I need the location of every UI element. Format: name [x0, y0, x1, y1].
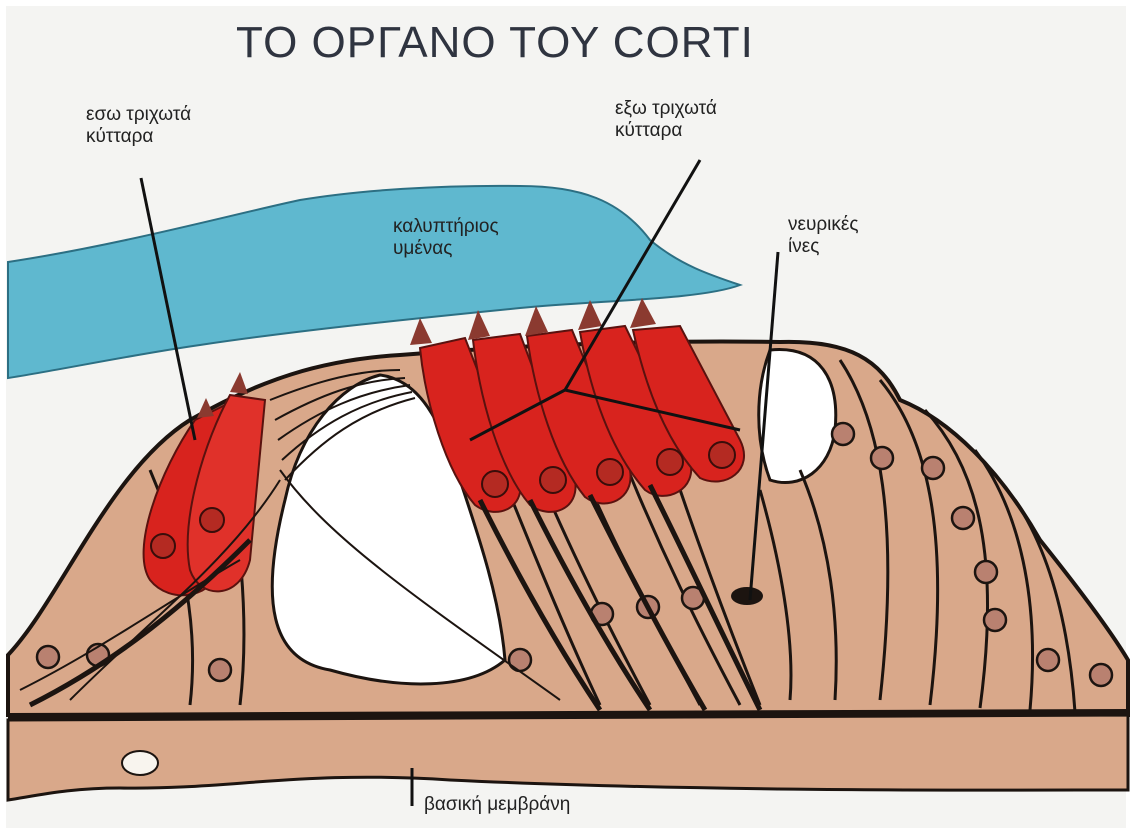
basilar-cell	[122, 751, 158, 775]
label-outer-hair-cells-line2: κύτταρα	[615, 120, 717, 142]
label-nerve-fibers: νευρικές ίνες	[788, 214, 859, 258]
label-outer-hair-cells: εξω τριχωτά κύτταρα	[615, 98, 717, 142]
label-inner-hair-cells-line1: εσω τριχωτά	[86, 104, 191, 126]
label-inner-hair-cells-line2: κύτταρα	[86, 126, 191, 148]
label-tectorial-membrane-line2: υμένας	[393, 238, 499, 260]
label-basilar-membrane: βασική μεμβράνη	[424, 794, 570, 816]
label-nerve-fibers-line2: ίνες	[788, 236, 859, 258]
label-tectorial-membrane-line1: καλυπτήριος	[393, 216, 499, 238]
label-outer-hair-cells-line1: εξω τριχωτά	[615, 98, 717, 120]
label-nerve-fibers-line1: νευρικές	[788, 214, 859, 236]
label-inner-hair-cells: εσω τριχωτά κύτταρα	[86, 104, 191, 148]
outer-space	[759, 350, 836, 483]
basilar-line	[8, 712, 1128, 716]
label-tectorial-membrane: καλυπτήριος υμένας	[393, 216, 499, 260]
diagram-title: ΤΟ ΟΡΓΑΝΟ ΤΟΥ CORTI	[236, 18, 754, 68]
nerve-fiber-marker	[731, 587, 763, 605]
